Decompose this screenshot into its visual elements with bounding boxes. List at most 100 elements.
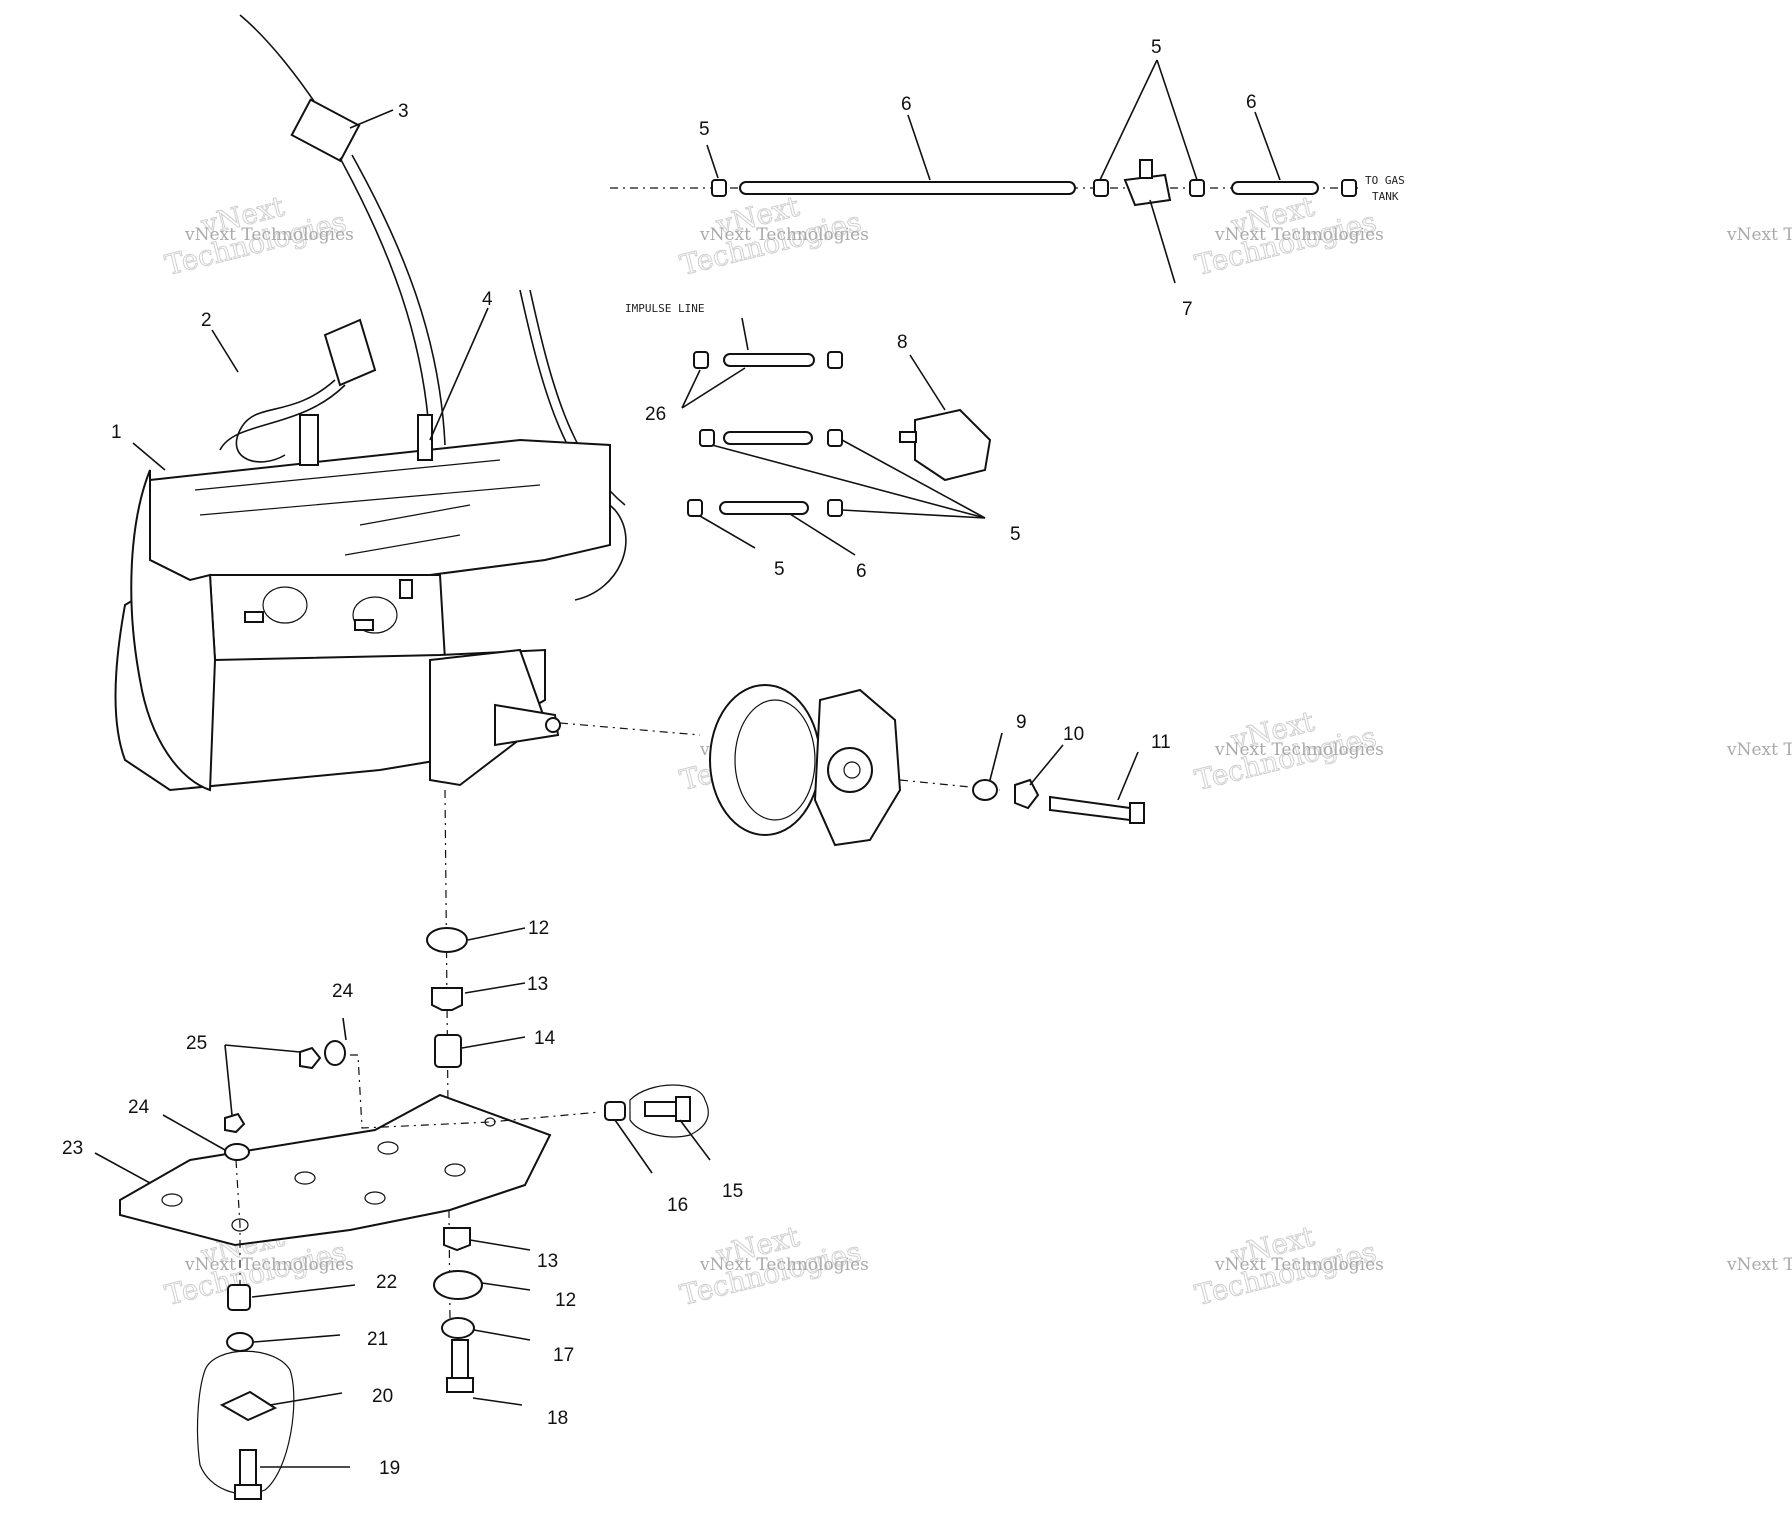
engine-assembly xyxy=(114,14,627,792)
callout-26: 26 xyxy=(645,404,666,425)
nut-25a xyxy=(299,1046,322,1070)
leader-24-top xyxy=(342,1017,347,1041)
callout-12-bottom: 12 xyxy=(555,1290,576,1311)
impulse-line-note: IMPULSE LINE xyxy=(625,302,704,315)
leader-20 xyxy=(269,1392,343,1406)
callout-1: 1 xyxy=(111,422,122,443)
impulse-clamp-b xyxy=(827,351,843,369)
engine-plate-23 xyxy=(119,1093,552,1247)
clutch-sheave-inner xyxy=(734,699,816,821)
fuel-valve-7 xyxy=(1123,173,1172,207)
pto-shaft-end xyxy=(545,717,561,733)
pump-clamp-b xyxy=(827,429,843,447)
watermark-label-9: vNext Technologies xyxy=(184,1255,354,1275)
callout-6-bottom: 6 xyxy=(856,561,867,582)
washer-24a xyxy=(324,1040,346,1066)
callout-5-mid: 5 xyxy=(1010,524,1021,545)
bushing-13a xyxy=(431,987,463,1011)
detail-cloud-20 xyxy=(196,1350,295,1495)
callout-17: 17 xyxy=(553,1345,574,1366)
callout-11: 11 xyxy=(1151,732,1171,753)
stud-b xyxy=(354,619,374,631)
leader-12-bottom xyxy=(481,1282,531,1291)
watermark-label-3: vNext Technologies xyxy=(1214,225,1384,245)
watermark-label-11: vNext Technologies xyxy=(1214,1255,1384,1275)
callout-4: 4 xyxy=(482,289,493,310)
leader-1 xyxy=(132,442,166,471)
leader-25-b xyxy=(224,1044,233,1116)
fuel-line-assembly: TO GAS TANK xyxy=(610,159,1405,207)
callout-24-left: 24 xyxy=(128,1097,150,1118)
leader-7 xyxy=(1149,199,1176,284)
drive-clutch xyxy=(559,684,1001,847)
callout-7: 7 xyxy=(1182,299,1193,320)
throttle-cable xyxy=(239,14,321,111)
pto-bracket xyxy=(429,648,547,787)
callout-20: 20 xyxy=(372,1386,393,1407)
pump-hose-b xyxy=(719,501,809,515)
cable-wire-a xyxy=(339,157,431,446)
leader-12-top xyxy=(467,927,526,941)
mounting-hardware xyxy=(119,789,709,1500)
to-gas-tank-line1: TO GAS xyxy=(1365,174,1405,187)
fuel-clamp-5c xyxy=(1189,179,1205,197)
clutch-bore xyxy=(843,761,861,779)
leader-5-mid-c xyxy=(841,509,986,519)
leader-21 xyxy=(253,1334,341,1343)
leader-5-top-b xyxy=(1156,59,1198,181)
plate-hole-c xyxy=(294,1171,316,1185)
cable-junction-block xyxy=(290,98,361,163)
pump-clamp-c xyxy=(687,499,703,517)
leader-3 xyxy=(349,109,394,129)
detail-cloud-15 xyxy=(629,1084,709,1138)
to-gas-tank-line2: TANK xyxy=(1372,190,1399,203)
callout-21: 21 xyxy=(367,1329,388,1350)
stud-a xyxy=(244,611,264,623)
impulse-clamp-a xyxy=(693,351,709,369)
washer-24b xyxy=(224,1143,250,1161)
callout-25: 25 xyxy=(186,1033,207,1054)
leader-17 xyxy=(473,1329,531,1341)
watermark-label-2: vNext Technologies xyxy=(699,225,869,245)
clutch-bolt-11 xyxy=(1049,795,1131,822)
square-washer-20 xyxy=(219,1390,278,1422)
spring-washer-10 xyxy=(1014,778,1040,810)
clutch-hub xyxy=(827,747,873,793)
leader-13-top xyxy=(464,982,526,994)
leader-16 xyxy=(614,1119,653,1174)
leader-6-bottom xyxy=(789,513,856,556)
callout-labels: 1 2 3 4 5 6 5 6 7 8 26 5 5 6 9 10 11 12 … xyxy=(62,37,1257,1479)
callout-6-top-left: 6 xyxy=(901,94,912,115)
plate-hole-d xyxy=(364,1191,386,1205)
clutch-sheave-outer xyxy=(709,684,821,836)
rubber-mount-12a xyxy=(426,927,468,953)
head-fitting-a xyxy=(299,414,319,466)
leader-5-mid-a xyxy=(711,444,986,519)
watermark-label-7: vNext Technologies xyxy=(1214,740,1384,760)
head-fitting-b xyxy=(417,414,433,461)
plate-hole-a xyxy=(161,1193,183,1207)
nut-25b xyxy=(224,1112,246,1134)
fuel-pump-port xyxy=(899,431,917,443)
callout-22: 22 xyxy=(376,1272,397,1293)
watermark-label-12: vNext Technologies xyxy=(1726,1255,1792,1275)
callout-24-top: 24 xyxy=(332,981,354,1002)
pto-shaft xyxy=(494,703,560,747)
leader-11 xyxy=(1117,751,1139,801)
spark-plug-boot xyxy=(323,318,377,387)
callout-5-bottom: 5 xyxy=(774,559,785,580)
crankcase-port-a xyxy=(262,586,308,624)
plate-stud-line xyxy=(350,1054,601,1129)
leader-lines xyxy=(94,59,1281,1468)
stud-c xyxy=(399,579,413,599)
rubber-mount-12b xyxy=(433,1270,483,1300)
impulse-note-arrow xyxy=(741,317,749,351)
leader-23 xyxy=(94,1152,151,1184)
crankcase-port-b xyxy=(352,596,398,634)
leader-9 xyxy=(989,732,1003,781)
leader-5-top-left xyxy=(706,144,719,179)
leader-6-top-right xyxy=(1254,111,1281,181)
watermark-label-8: vNext Technologies xyxy=(1726,740,1792,760)
leader-24-left xyxy=(162,1114,226,1151)
